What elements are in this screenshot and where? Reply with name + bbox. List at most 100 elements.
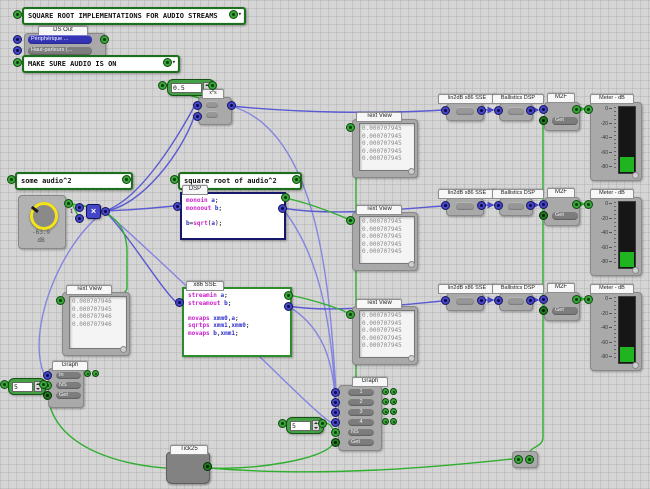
graph-mid-out4b-connector[interactable] [390,418,397,425]
mult-out-connector[interactable] [101,207,110,216]
dsout-in1-connector[interactable] [13,35,22,44]
int-left-field[interactable]: 5 [12,381,33,392]
graph-mid-out3b-connector[interactable] [390,408,397,415]
audio-string-in-connector[interactable] [7,175,16,184]
float-in-connector[interactable] [158,81,167,90]
meter-in-connector[interactable] [584,105,593,114]
ballistics-in-connector[interactable] [494,106,503,115]
sqrt-string-node[interactable]: square root of audio^2 [178,172,302,190]
m2f-in-connector[interactable] [539,200,548,209]
graph-mid-out3a-connector[interactable] [382,408,389,415]
graph-mid-out2b-connector[interactable] [390,398,397,405]
graph-left-in-connector[interactable] [43,371,52,380]
lin2db-in-connector[interactable] [441,201,450,210]
textview-resize-grip[interactable] [120,346,127,353]
m2f-tab[interactable]: M2F [547,283,575,293]
ballistics-tab[interactable]: Ballistics DSP [492,94,544,104]
ballistics-tab[interactable]: Ballistics DSP [492,284,544,294]
m2f-out-connector[interactable] [572,200,581,209]
graph-mid-in2-connector[interactable] [331,398,340,407]
int-mid-field[interactable]: 5 [290,420,311,431]
audio-string-node[interactable]: some audio^2 [15,172,133,190]
power-node-tab[interactable]: x^s [202,89,224,99]
meter-tab[interactable]: Meter - dB [590,189,634,199]
graph-mid-out2a-connector[interactable] [382,398,389,405]
power-in2-connector[interactable] [193,112,202,121]
int-mid-out-connector[interactable] [318,419,327,428]
dsout-in2-connector[interactable] [13,46,22,55]
dsout-out-connector[interactable] [100,35,109,44]
sqrt-string-in-connector[interactable] [170,175,179,184]
power-in1-connector[interactable] [193,101,202,110]
mult-in1-connector[interactable] [75,203,84,212]
lin2db-in-connector[interactable] [441,106,450,115]
tick25-tab[interactable]: Tick25 [170,445,208,455]
int-left-node[interactable]: 5 [8,378,46,395]
audio-string-out-connector[interactable] [122,175,131,184]
lin2db-tab[interactable]: lin2dB x86 SSE [438,284,496,294]
m2f-in-connector[interactable] [539,105,548,114]
m2f-out-connector[interactable] [572,105,581,114]
sse-in-connector[interactable] [175,298,184,307]
ballistics-out-connector[interactable] [526,201,535,210]
dsp-in-connector[interactable] [173,202,182,211]
ballistics-in-connector[interactable] [494,201,503,210]
textview-in-connector[interactable] [346,123,355,132]
textview-tab[interactable]: Text View [356,112,402,122]
mult-in2-connector[interactable] [75,214,84,223]
meter-in-connector[interactable] [584,295,593,304]
combo-title-out-connector[interactable] [229,10,238,19]
graph-mid-out4a-connector[interactable] [382,418,389,425]
junction-out-connector[interactable] [525,455,534,464]
textview-in-connector[interactable] [346,216,355,225]
graph-mid-out1a-connector[interactable] [382,388,389,395]
textview-in-connector[interactable] [56,296,65,305]
sse-c-out-connector[interactable] [284,291,293,300]
graph-mid-ns-connector[interactable] [331,428,340,437]
float-value-field[interactable]: 0.5 [171,82,202,93]
meter-resize-grip[interactable] [632,172,639,179]
combo-title-in-connector[interactable] [13,10,22,19]
dropdown-caret-icon[interactable]: ▾ [171,58,176,66]
sse-out-connector[interactable] [284,302,293,311]
title-combo[interactable]: SQUARE ROOT IMPLEMENTATIONS FOR AUDIO ST… [22,7,246,25]
dsp-out-connector[interactable] [278,204,287,213]
m2f-in-connector[interactable] [539,295,548,304]
lin2db-out-connector[interactable] [477,201,486,210]
int-left-in-connector[interactable] [0,380,9,389]
graph-mid-in4-connector[interactable] [331,418,340,427]
audio-on-combo[interactable]: MAKE SURE AUDIO IS ON ▾ [22,55,180,73]
dsout-device-pill[interactable]: Périphérique ... [28,35,92,44]
int-mid-node[interactable]: 5 [286,417,324,434]
meter-in-connector[interactable] [584,200,593,209]
sse-code-tab[interactable]: x86 SSE [186,281,224,291]
ballistics-tab[interactable]: Ballistics DSP [492,189,544,199]
ballistics-in-connector[interactable] [494,296,503,305]
m2f-tab[interactable]: M2F [547,93,575,103]
textview-tab[interactable]: Text View [356,299,402,309]
multiply-node[interactable]: × [86,204,101,219]
lin2db-in-connector[interactable] [441,296,450,305]
graph-mid-in3-connector[interactable] [331,408,340,417]
dsp-s-out-connector[interactable] [281,193,290,202]
graph-left-get-connector[interactable] [43,391,52,400]
int-left-out-connector[interactable] [39,380,48,389]
textview-resize-grip[interactable] [408,261,415,268]
m2f-get-connector[interactable] [539,211,548,220]
sse-code-editor[interactable]: streamin a;streamout b; movaps xmm0,a;sq… [182,287,292,357]
dsp-code-tab[interactable]: DSP [182,185,208,195]
dsout-speakers-pill[interactable]: Haut-parleurs (... [28,46,92,55]
lin2db-tab[interactable]: lin2dB x86 SSE [438,94,496,104]
graph-mid-tab[interactable]: Graph [352,377,388,387]
textview-resize-grip[interactable] [408,168,415,175]
sqrt-string-out-connector[interactable] [292,175,301,184]
meter-tab[interactable]: Meter - dB [590,284,634,294]
lin2db-out-connector[interactable] [477,106,486,115]
int-mid-in-connector[interactable] [278,419,287,428]
meter-tab[interactable]: Meter - dB [590,94,634,104]
dsp-code-editor[interactable]: monoin a;monoout b; b=sqrt(a); [180,192,286,240]
textview-tab[interactable]: Text View [356,205,402,215]
m2f-tab[interactable]: M2F [547,188,575,198]
float-out-connector[interactable] [208,81,217,90]
